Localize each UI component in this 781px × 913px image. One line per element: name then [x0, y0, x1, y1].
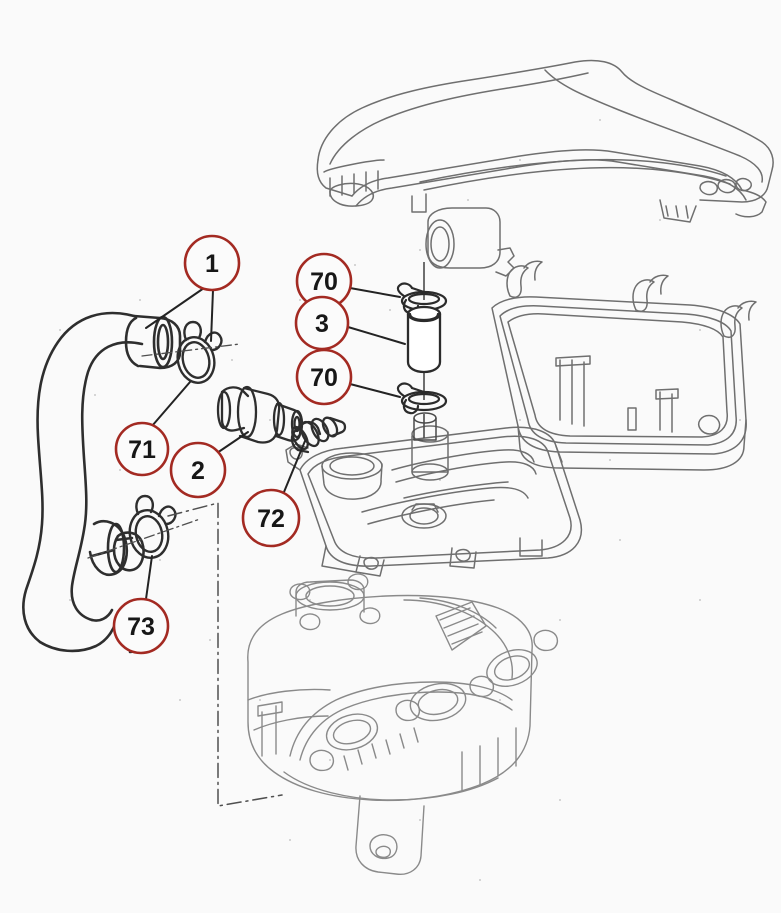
clamp-axis-line: [87, 518, 201, 559]
callout-70-lower-ring[interactable]: [295, 348, 353, 406]
callout-70-lower-label: 70: [310, 364, 338, 392]
callout-1[interactable]: 1: [183, 234, 241, 292]
callout-71-ring[interactable]: [114, 421, 170, 477]
callout-1-ring[interactable]: [183, 234, 241, 292]
callout-72[interactable]: 72: [241, 488, 301, 548]
leader-3: [347, 326, 406, 345]
callout-2-ring[interactable]: [169, 441, 227, 499]
callout-73[interactable]: 73: [112, 597, 170, 655]
callout-72-label: 72: [257, 505, 285, 533]
leader-lines: [145, 287, 406, 600]
leader-70-lower: [349, 383, 401, 398]
leader-2: [216, 431, 249, 454]
hose-clamp-lower: [128, 494, 177, 560]
callout-2[interactable]: 2: [169, 441, 227, 499]
ventilation-filter: [406, 305, 442, 374]
callout-72-ring[interactable]: [241, 488, 301, 548]
intake-manifold: [247, 573, 559, 875]
callout-70-upper-label: 70: [310, 268, 338, 296]
callout-73-ring[interactable]: [112, 597, 170, 655]
assembly-centerline: [167, 502, 283, 807]
leader-73: [145, 555, 153, 600]
callout-70-lower[interactable]: 70: [295, 348, 353, 406]
hose-clamp-upper: [176, 320, 223, 384]
callout-3[interactable]: 3: [294, 295, 350, 351]
callout-2-label: 2: [191, 457, 205, 485]
clamp-axis-line-upper: [141, 343, 241, 357]
leader-70-upper: [349, 287, 401, 298]
hose-connector-fitting: [290, 416, 347, 454]
spring-band-clamp-lower: [396, 382, 448, 415]
callout-70-upper[interactable]: 70: [295, 252, 353, 310]
callout-1-label: 1: [205, 250, 219, 278]
leader-72: [283, 440, 306, 493]
ventilation-port-nipple: [413, 412, 437, 441]
air-cleaner-base-and-valve-cover: [285, 193, 757, 577]
leader-1-to-clamp: [210, 289, 214, 342]
air-cleaner-housing-cover: [316, 59, 774, 223]
callout-73-label: 73: [127, 613, 155, 641]
scan-speckle: [59, 119, 741, 881]
leader-1-to-hose: [145, 287, 205, 329]
callout-71-label: 71: [128, 436, 156, 464]
callout-group: 1 70 3 70 71 2: [112, 234, 353, 655]
callout-71[interactable]: 71: [114, 421, 170, 477]
leader-71: [151, 381, 191, 427]
callout-3-label: 3: [315, 310, 329, 338]
